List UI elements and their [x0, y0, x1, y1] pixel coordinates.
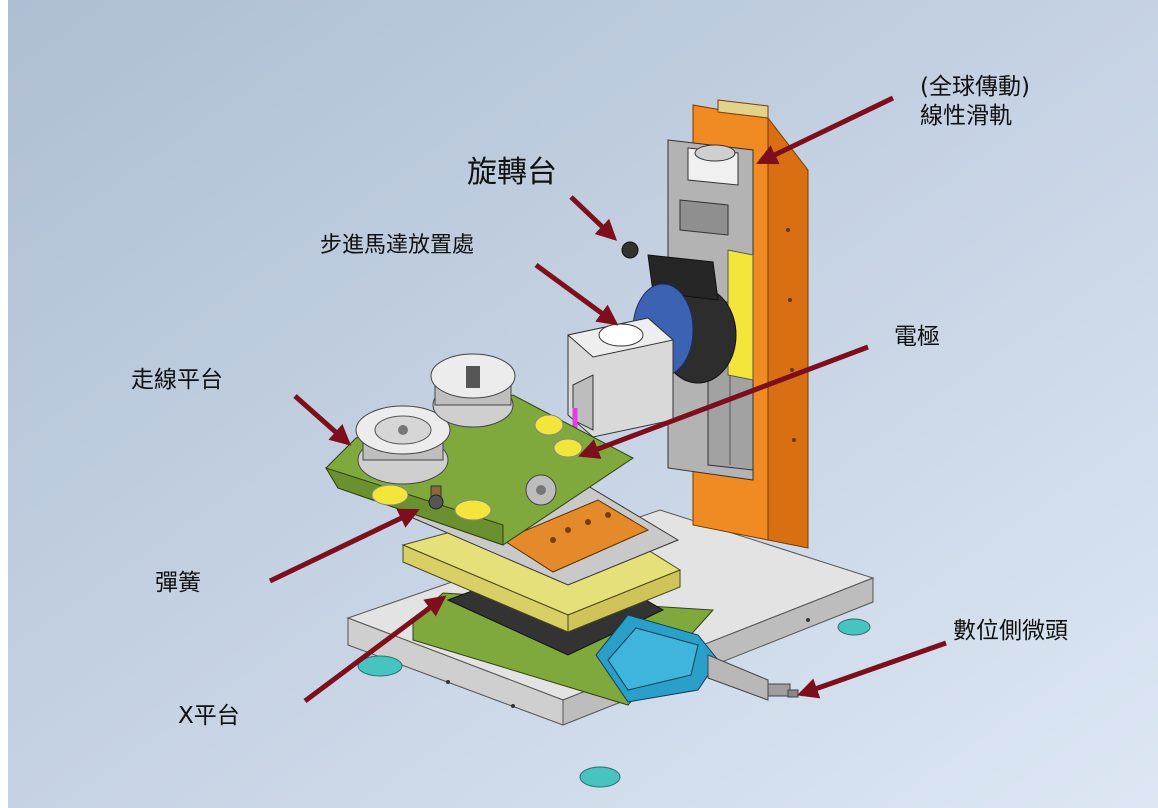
label-x-stage: X平台	[178, 703, 240, 729]
label-linear-rail: (全球傳動) 線性滑軌	[920, 73, 1030, 131]
digital-micrometer	[595, 614, 799, 703]
label-digital-micrometer: 數位側微頭	[953, 618, 1068, 644]
label-rotary-stage: 旋轉台	[467, 155, 557, 190]
spring	[428, 485, 444, 510]
feet	[357, 618, 871, 788]
callout-arrows	[268, 95, 947, 704]
arrow-wire-platform	[293, 394, 352, 446]
label-wire-platform: 走線平台	[131, 367, 223, 393]
label-linear-rail-line2: 線性滑軌	[920, 102, 1012, 129]
stepper-motor-mount	[566, 317, 675, 438]
label-linear-rail-line1: (全球傳動)	[920, 74, 1030, 100]
arrow-linear-rail	[756, 95, 895, 165]
spools	[355, 353, 516, 485]
arrow-digital-micrometer	[797, 640, 947, 699]
label-stepper-motor-mount: 步進馬達放置處	[320, 233, 475, 258]
arrow-electrode	[578, 344, 869, 459]
arrow-stepper-motor	[534, 262, 619, 326]
machine-illustration	[8, 0, 1158, 808]
arrow-spring	[268, 508, 420, 584]
label-spring: 彈簧	[155, 570, 201, 596]
label-electrode: 電極	[894, 324, 940, 350]
arrow-x-stage	[303, 595, 447, 704]
rotary-stage	[621, 241, 737, 384]
arrow-rotary-stage	[569, 195, 618, 241]
